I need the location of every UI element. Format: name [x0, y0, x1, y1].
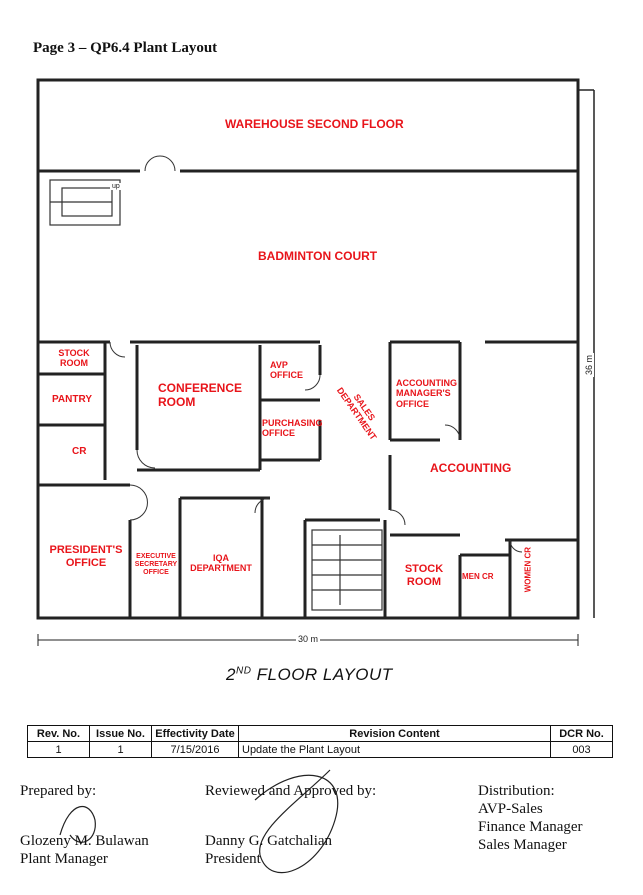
dimension-width: 30 m: [296, 634, 321, 644]
reviewed-by-block: Reviewed and Approved by: Danny G. Gatch…: [205, 783, 377, 867]
room-acct-mgr: ACCOUNTING MANAGER'S OFFICE: [396, 378, 457, 409]
room-purchasing: PURCHASING OFFICE: [262, 418, 323, 439]
dimension-height: 36 m: [584, 352, 595, 378]
room-badminton: BADMINTON COURT: [258, 249, 378, 263]
room-cr: CR: [72, 446, 87, 457]
room-women-cr: WOMEN CR: [523, 546, 533, 593]
prepared-by-block: Prepared by: Glozeny M. Bulawan Plant Ma…: [20, 783, 149, 867]
room-exec-sec: EXECUTIVE SECRETARY OFFICE: [134, 553, 178, 577]
page-title: Page 3 – QP6.4 Plant Layout: [33, 40, 218, 56]
floor-layout-title: 2ND FLOOR LAYOUT: [226, 665, 393, 684]
table-row: 1 1 7/15/2016 Update the Plant Layout 00…: [27, 741, 613, 758]
room-men-cr: MEN CR: [462, 572, 494, 581]
revision-table: Rev. No. Issue No. Effectivity Date Revi…: [27, 725, 613, 758]
stair-up-label: up: [110, 183, 122, 190]
room-warehouse: WAREHOUSE SECOND FLOOR: [225, 117, 404, 131]
room-stock-bottom: STOCK ROOM: [404, 563, 444, 588]
room-avp: AVP OFFICE: [270, 360, 303, 381]
room-accounting: ACCOUNTING: [430, 461, 512, 475]
table-header-row: Rev. No. Issue No. Effectivity Date Revi…: [27, 725, 613, 742]
room-iqa: IQA DEPARTMENT: [190, 553, 252, 574]
distribution-block: Distribution: AVP-Sales Finance Manager …: [478, 783, 583, 853]
room-president: PRESIDENT'S OFFICE: [49, 544, 123, 569]
room-pantry: PANTRY: [52, 394, 92, 405]
room-conference: CONFERENCE ROOM: [158, 381, 243, 409]
room-stock-top: STOCK ROOM: [58, 348, 90, 369]
